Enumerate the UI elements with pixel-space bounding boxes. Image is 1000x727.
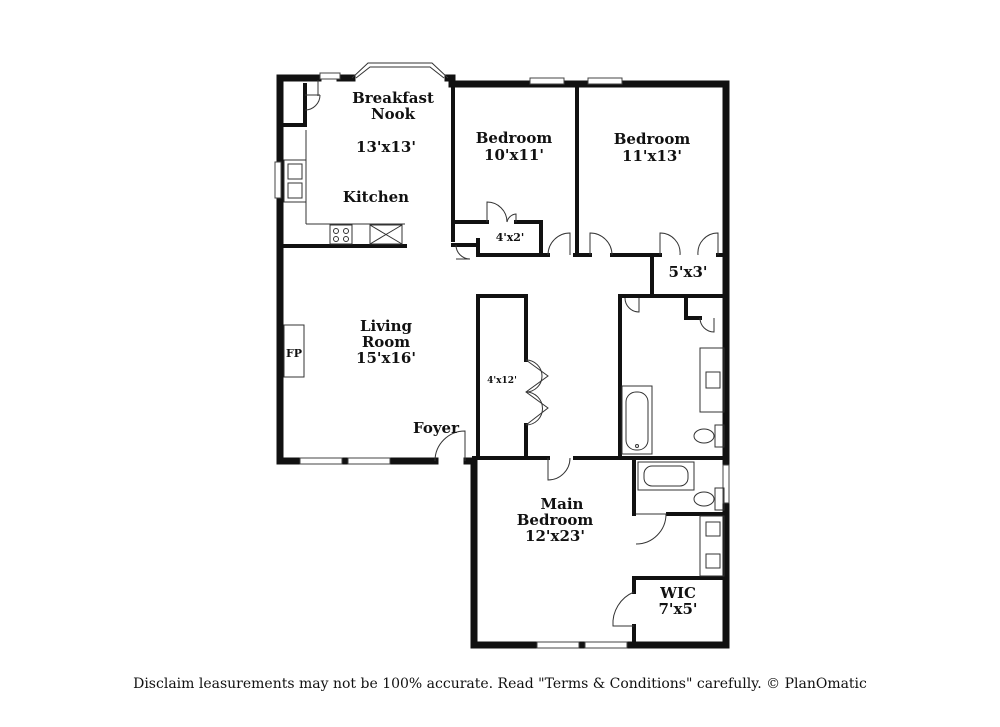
wic-label: WIC [659,584,696,602]
main-bedroom-label-2: Bedroom [517,511,594,529]
room-labels: Breakfast Nook 13'x13' Kitchen Bedroom 1… [286,89,708,618]
fixtures [283,130,725,577]
foyer-label: Foyer [413,419,460,437]
breakfast-nook-label-2: Nook [371,105,416,123]
breakfast-nook-size: 13'x13' [356,138,416,156]
fireplace-label: FP [286,347,302,360]
windows [274,62,730,649]
living-room-size: 15'x16' [356,349,416,367]
closet-bed2-size: 5'x3' [668,263,707,281]
main-bedroom-label-1: Main [541,495,584,513]
main-bedroom-size: 12'x23' [525,527,585,545]
wic-size: 7'x5' [658,600,697,618]
bedroom-2-size: 11'x13' [622,147,682,165]
bedroom-2-label: Bedroom [614,130,691,148]
disclaimer-text: Disclaim leasurements may not be 100% ac… [133,676,867,692]
interior-walls [278,78,728,647]
living-room-label-1: Living [360,317,413,335]
hall-closet-size: 4'x12' [487,376,517,386]
living-room-label-2: Room [362,333,410,351]
kitchen-label: Kitchen [343,188,409,206]
closet-small-size: 4'x2' [496,231,525,244]
breakfast-nook-label-1: Breakfast [352,89,434,107]
bedroom-1-label: Bedroom [476,129,553,147]
bedroom-1-size: 10'x11' [484,146,544,164]
doors [304,80,719,627]
